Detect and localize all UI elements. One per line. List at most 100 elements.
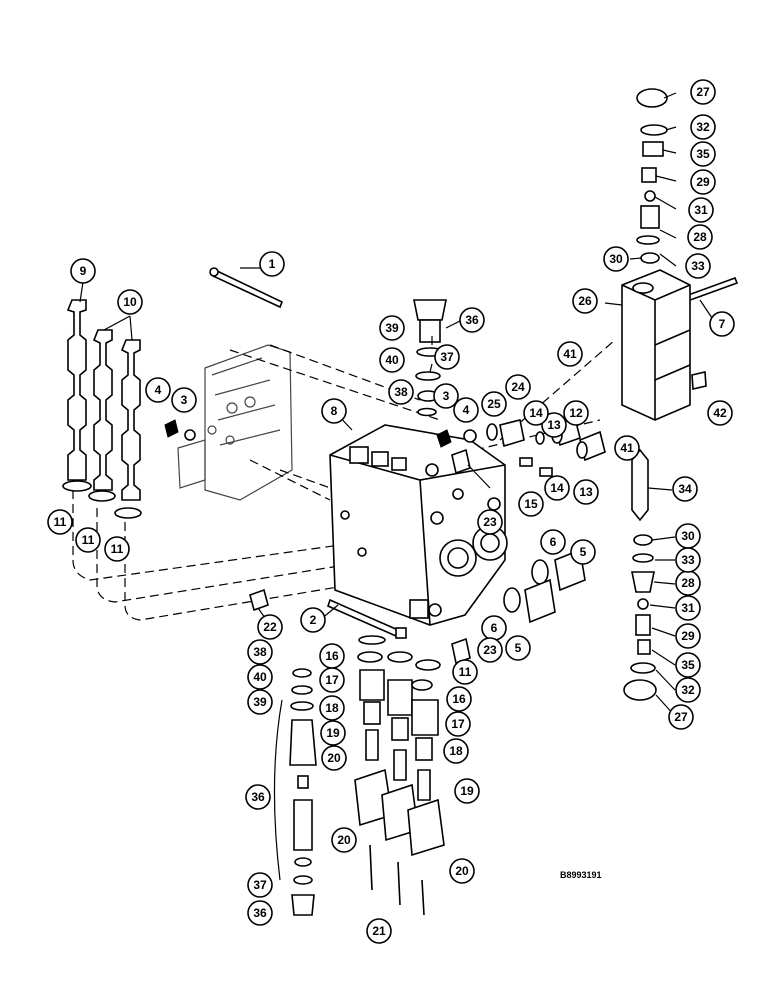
callout-40: 40 [247,664,273,690]
svg-text:24: 24 [511,380,525,394]
callout-29: 29 [690,169,716,195]
spool-10-right [120,339,141,501]
svg-text:42: 42 [713,406,727,420]
svg-text:5: 5 [580,545,587,559]
callout-19: 19 [454,778,480,804]
callout-28: 28 [675,570,701,596]
callout-33: 33 [685,253,711,279]
callout-39: 39 [379,315,405,341]
svg-text:19: 19 [326,726,340,740]
svg-text:13: 13 [547,418,561,432]
svg-text:28: 28 [693,230,707,244]
svg-text:2: 2 [310,613,317,627]
callout-19: 19 [320,720,346,746]
callout-7: 7 [709,311,735,337]
svg-text:11: 11 [82,533,95,547]
callout-22: 22 [257,614,283,640]
svg-text:33: 33 [691,259,705,273]
svg-text:41: 41 [563,347,577,361]
svg-text:27: 27 [696,85,710,99]
svg-text:17: 17 [451,717,465,731]
callout-16: 16 [446,686,472,712]
callout-31: 31 [675,595,701,621]
callout-1: 1 [259,251,285,277]
svg-text:22: 22 [263,620,277,634]
svg-text:23: 23 [483,643,497,657]
callout-35: 35 [690,141,716,167]
svg-text:7: 7 [719,317,726,331]
callout-15: 15 [518,491,544,517]
callout-23: 23 [477,509,503,535]
svg-text:36: 36 [253,906,267,920]
callout-17: 17 [445,711,471,737]
svg-text:5: 5 [515,641,522,655]
svg-text:14: 14 [550,481,564,495]
svg-text:37: 37 [440,350,454,364]
svg-text:20: 20 [327,751,341,765]
svg-text:9: 9 [80,264,87,278]
callout-32: 32 [675,677,701,703]
callout-4: 4 [145,377,171,403]
svg-text:31: 31 [681,601,695,615]
callout-38: 38 [247,639,273,665]
svg-text:11: 11 [54,515,67,529]
callout-42: 42 [707,400,733,426]
callout-29: 29 [675,623,701,649]
callout-26: 26 [572,288,598,314]
callout-24: 24 [505,374,531,400]
svg-text:32: 32 [696,120,710,134]
callout-38: 38 [388,379,414,405]
callout-21: 21 [366,918,392,944]
callout-2: 2 [300,607,326,633]
callout-20: 20 [321,745,347,771]
callout-40: 40 [379,347,405,373]
svg-text:20: 20 [455,864,469,878]
relief-valve-top [413,299,447,417]
svg-text:29: 29 [696,175,710,189]
callout-27: 27 [668,704,694,730]
svg-text:19: 19 [460,784,474,798]
svg-text:3: 3 [443,389,450,403]
callout-36: 36 [247,900,273,926]
svg-text:34: 34 [678,482,692,496]
callout-12: 12 [563,400,589,426]
callout-6: 6 [540,529,566,555]
callout-14: 14 [544,475,570,501]
callout-20: 20 [449,858,475,884]
callout-28: 28 [687,224,713,250]
svg-text:27: 27 [674,710,688,724]
callout-41: 41 [614,435,640,461]
callout-11: 11 [47,509,73,535]
svg-text:4: 4 [155,383,162,397]
callout-9: 9 [70,258,96,284]
callout-30: 30 [675,523,701,549]
callout-27: 27 [690,79,716,105]
svg-text:39: 39 [385,321,399,335]
callout-3: 3 [433,383,459,409]
callout-5: 5 [570,539,596,565]
callout-18: 18 [443,738,469,764]
callout-35: 35 [675,652,701,678]
callout-10: 10 [117,289,143,315]
svg-text:30: 30 [609,252,623,266]
svg-text:18: 18 [449,744,463,758]
callout-41: 41 [557,341,583,367]
lower-valve-group [354,635,445,916]
valve-body [329,424,508,626]
o-ring-11 [114,507,142,519]
svg-text:41: 41 [620,441,634,455]
svg-text:32: 32 [681,683,695,697]
svg-text:13: 13 [579,485,593,499]
callout-34: 34 [672,476,698,502]
spool-9 [62,299,92,492]
svg-text:29: 29 [681,629,695,643]
svg-text:1: 1 [269,257,276,271]
svg-text:11: 11 [111,542,124,556]
callout-11: 11 [75,527,101,553]
svg-text:40: 40 [385,353,399,367]
svg-text:25: 25 [487,397,501,411]
svg-text:30: 30 [681,529,695,543]
callout-6: 6 [481,615,507,641]
svg-text:15: 15 [524,497,538,511]
svg-text:21: 21 [372,924,386,938]
